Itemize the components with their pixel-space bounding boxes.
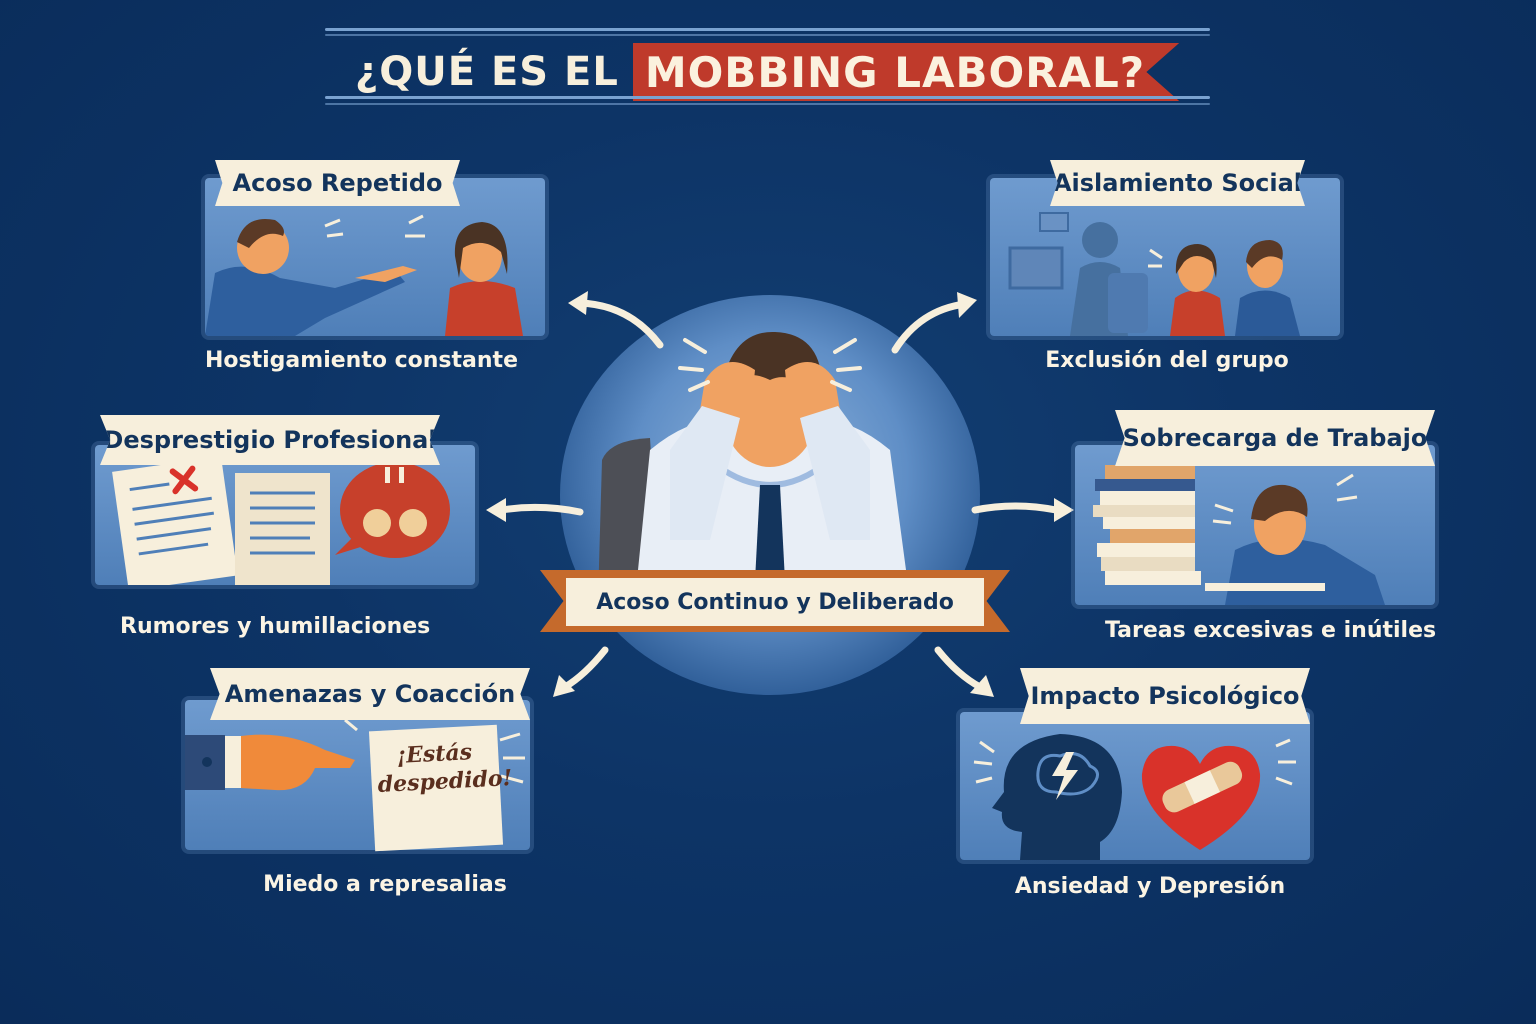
panel-caption: Rumores y humillaciones (120, 614, 431, 639)
panel-caption: Miedo a represalias (263, 872, 507, 897)
title-rule (325, 34, 1210, 36)
panel-title: Sobrecarga de Trabajo (1115, 410, 1435, 466)
arrow-to-impacto-icon (934, 646, 994, 697)
arrow-to-acoso-repetido-icon (568, 291, 664, 349)
panel-title: Amenazas y Coacción (210, 668, 530, 720)
panel-caption: Ansiedad y Depresión (1014, 874, 1286, 899)
title-rule (325, 28, 1210, 31)
arrow-to-sobrecarga-icon (971, 498, 1074, 522)
panel-caption: Tareas excesivas e inútiles (1105, 618, 1437, 643)
panel-title: Aislamiento Social (1050, 160, 1305, 206)
panel-title: Acoso Repetido (215, 160, 460, 206)
panel-caption: Hostigamiento constante (205, 348, 518, 373)
head-and-heart-illustration (973, 734, 1296, 860)
worker-with-stacks-of-files-illustration (1093, 465, 1385, 605)
arrow-to-aislamiento-social-icon (891, 292, 977, 354)
pointing-hand-illustration (185, 718, 525, 791)
excluded-coworker-illustration (1008, 212, 1300, 336)
arrow-to-amenazas-icon (553, 646, 609, 697)
title-block: ¿Qué es el Mobbing Laboral? (325, 24, 1210, 109)
stressed-worker-illustration (598, 331, 910, 600)
rejected-documents-and-gossip-illustration (112, 456, 450, 585)
title-highlight-ribbon: Mobbing Laboral? (632, 43, 1180, 101)
center-label: Acoso Continuo y Deliberado (566, 578, 984, 626)
title-prefix: ¿Qué es el (355, 49, 619, 95)
panel-title: Impacto Psicológico (1020, 668, 1310, 724)
threat-note: ¡Estás despedido! (368, 724, 513, 852)
panel-caption: Exclusión del grupo (1045, 348, 1289, 373)
man-pointing-at-woman-illustration (205, 214, 523, 336)
arrow-to-desprestigio-icon (486, 498, 584, 522)
title-rule (325, 96, 1210, 99)
title-rule (325, 103, 1210, 105)
panel-title: Desprestigio Profesional (100, 415, 440, 465)
